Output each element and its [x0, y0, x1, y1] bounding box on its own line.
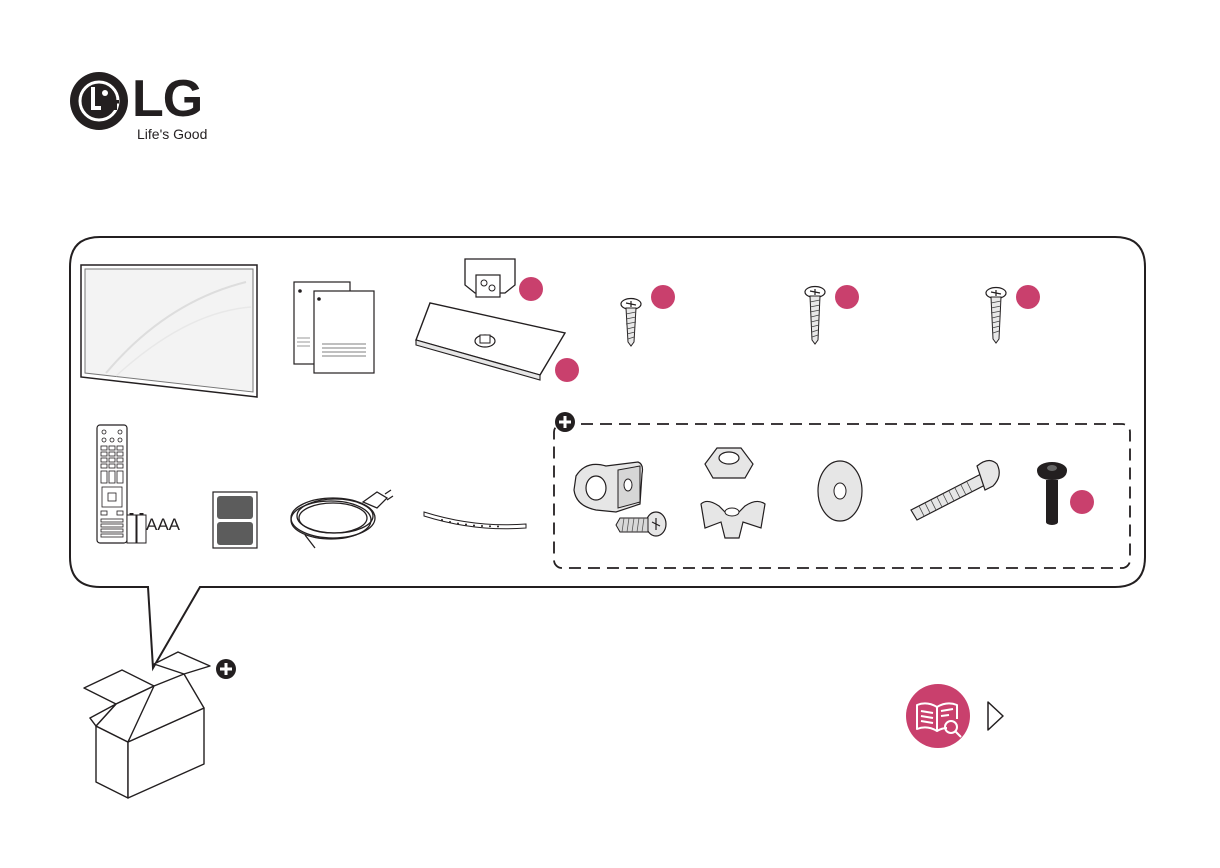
bolt-icon — [905, 452, 1005, 524]
book-magnifier-icon[interactable] — [905, 683, 971, 749]
black-screw-icon — [1034, 460, 1070, 526]
wing-nut-icon — [697, 442, 769, 546]
washer-icon — [813, 457, 867, 525]
screw-icon — [616, 296, 646, 348]
user-manuals-icon — [292, 280, 378, 375]
screw-icon — [800, 284, 830, 346]
power-adapter-icon — [212, 491, 258, 549]
callout-dot-stand-body — [519, 277, 543, 301]
cable-holder-icon — [566, 452, 676, 544]
screw-icon — [981, 285, 1011, 345]
batteries-label: AAA — [146, 516, 180, 533]
callout-dot-stand-base — [555, 358, 579, 382]
arrow-right-outline-icon[interactable] — [985, 700, 1005, 732]
callout-dot-screw-2 — [835, 285, 859, 309]
remote-control-icon — [95, 423, 129, 545]
cable-tie-icon — [420, 510, 530, 536]
plus-circle-icon — [215, 658, 237, 680]
power-cord-icon — [285, 480, 395, 550]
tv-panel-icon — [76, 262, 262, 402]
callout-dot-screw-3 — [1016, 285, 1040, 309]
callout-dot-screw-1 — [651, 285, 675, 309]
plus-circle-icon — [554, 411, 576, 433]
stand-body-and-base-icon — [410, 255, 580, 385]
callout-dot-black-screw — [1070, 490, 1094, 514]
open-box-icon — [82, 644, 212, 804]
batteries-icon — [126, 512, 148, 544]
